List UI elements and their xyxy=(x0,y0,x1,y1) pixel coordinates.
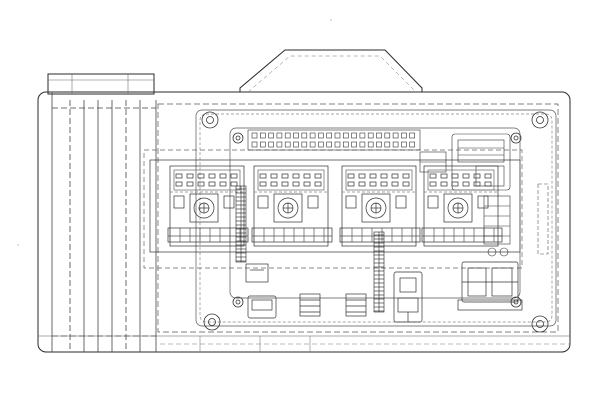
inner-frame xyxy=(157,103,559,333)
mounting-hole xyxy=(232,132,244,144)
header-pin xyxy=(401,141,407,148)
header-pin xyxy=(284,141,291,148)
header-pin xyxy=(251,141,258,148)
header-pin xyxy=(334,141,341,148)
right-top-connector xyxy=(419,133,511,191)
left-slats xyxy=(51,92,157,352)
mounting-holes xyxy=(201,111,549,333)
header-pin xyxy=(392,132,399,139)
mounting-hole xyxy=(531,111,549,129)
header-pin xyxy=(359,132,366,139)
header-pin xyxy=(251,132,258,139)
driver-module-2 xyxy=(251,165,333,247)
mounting-hole xyxy=(531,315,549,333)
header-pin xyxy=(409,132,416,139)
header-pin xyxy=(409,141,416,148)
pin-strip-2 xyxy=(373,231,385,313)
header-pin xyxy=(359,141,366,148)
header-pin xyxy=(318,132,324,139)
header-pin xyxy=(309,132,316,139)
header-pin xyxy=(376,141,382,148)
header-pin xyxy=(367,141,374,148)
header-pin xyxy=(351,141,357,148)
header-pin xyxy=(326,141,333,148)
pin-strips xyxy=(235,185,385,313)
header-pin xyxy=(351,132,357,139)
header-pin xyxy=(293,132,299,139)
driver-module-4 xyxy=(421,165,503,247)
header-pin xyxy=(276,141,283,148)
connector-bottom-2 xyxy=(299,293,321,317)
connector-bottom-5 xyxy=(457,261,523,311)
header-pin xyxy=(376,132,382,139)
header-pin xyxy=(301,132,308,139)
header-pin xyxy=(384,132,391,139)
header-pin xyxy=(326,132,333,139)
header-pin xyxy=(268,141,274,148)
header-pin xyxy=(342,132,349,139)
pin-header-body xyxy=(247,129,421,151)
header-pin xyxy=(259,132,266,139)
mounting-hole xyxy=(203,313,221,331)
header-pin xyxy=(392,141,399,148)
header-pin xyxy=(384,141,391,148)
header-pin xyxy=(342,141,349,148)
header-pin xyxy=(309,141,316,148)
mounting-hole xyxy=(201,111,219,129)
header-pin xyxy=(301,141,308,148)
header-pin xyxy=(334,132,341,139)
enclosure-body xyxy=(37,91,571,353)
connector-bottom-1 xyxy=(245,263,277,319)
header-pin xyxy=(401,132,407,139)
pin-strip-1 xyxy=(235,185,247,263)
edge-marks xyxy=(17,19,332,246)
driver-module-3 xyxy=(339,165,421,247)
header-pin xyxy=(276,132,283,139)
header-pin xyxy=(259,141,266,148)
circuit-board xyxy=(143,127,523,299)
top-handle xyxy=(239,49,423,92)
header-pin xyxy=(318,141,324,148)
mounting-hole xyxy=(232,296,244,308)
enclosure-outline xyxy=(37,49,571,353)
bottom-connectors xyxy=(245,261,523,323)
right-component-stack xyxy=(483,195,511,257)
header-pin xyxy=(367,132,374,139)
driver-modules xyxy=(167,165,503,247)
pin-header-top xyxy=(247,129,421,151)
top-left-tab xyxy=(47,73,155,95)
header-pin xyxy=(268,132,274,139)
mounting-hole xyxy=(510,132,522,144)
connector-bottom-3 xyxy=(345,293,367,317)
driver-module-1 xyxy=(167,165,249,247)
header-pin xyxy=(284,132,291,139)
header-pin xyxy=(293,141,299,148)
connector-bottom-4 xyxy=(393,271,423,323)
